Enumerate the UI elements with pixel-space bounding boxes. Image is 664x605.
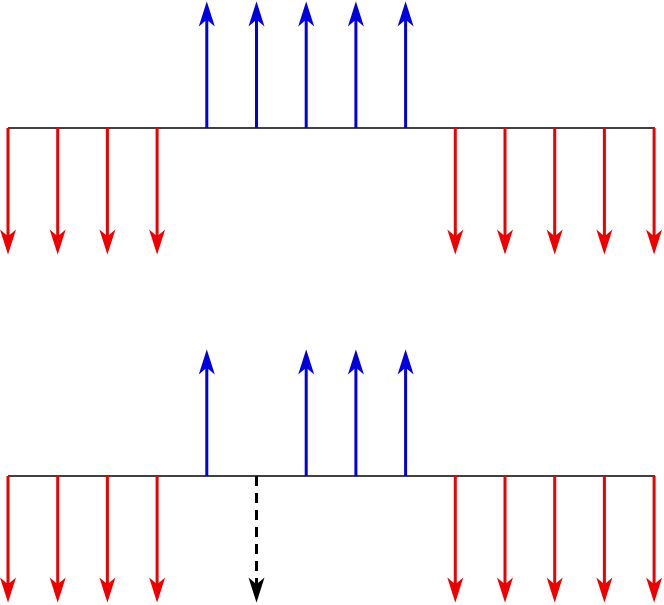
arrow-down-icon — [447, 128, 464, 255]
arrow-up-icon — [397, 349, 414, 476]
arrow-up-icon — [248, 1, 265, 128]
row-bottom — [0, 349, 663, 603]
arrow-up-icon — [298, 1, 315, 128]
arrow-up-icon — [397, 1, 414, 128]
dashed-arrow-down-icon — [248, 476, 265, 603]
arrow-up-icon — [298, 349, 315, 476]
arrow-up-icon — [347, 349, 364, 476]
arrow-down-icon — [496, 128, 514, 255]
arrow-down-icon — [646, 476, 663, 603]
arrow-up-icon — [347, 1, 364, 128]
arrow-down-icon — [149, 476, 166, 603]
arrow-down-icon — [49, 476, 66, 603]
arrow-down-icon — [646, 128, 663, 255]
arrow-up-icon — [198, 349, 215, 476]
arrow-down-icon — [149, 128, 166, 255]
arrow-down-icon — [0, 476, 17, 603]
arrow-down-icon — [596, 476, 613, 603]
arrow-down-icon — [496, 476, 514, 603]
arrow-down-icon — [99, 128, 116, 255]
arrow-down-icon — [546, 476, 563, 603]
arrow-down-icon — [99, 476, 116, 603]
arrow-down-icon — [0, 128, 17, 255]
arrow-up-icon — [198, 1, 215, 128]
arrow-down-icon — [596, 128, 613, 255]
arrow-down-icon — [49, 128, 66, 255]
arrow-down-icon — [447, 476, 464, 603]
row-top — [0, 1, 663, 255]
arrow-down-icon — [546, 128, 563, 255]
